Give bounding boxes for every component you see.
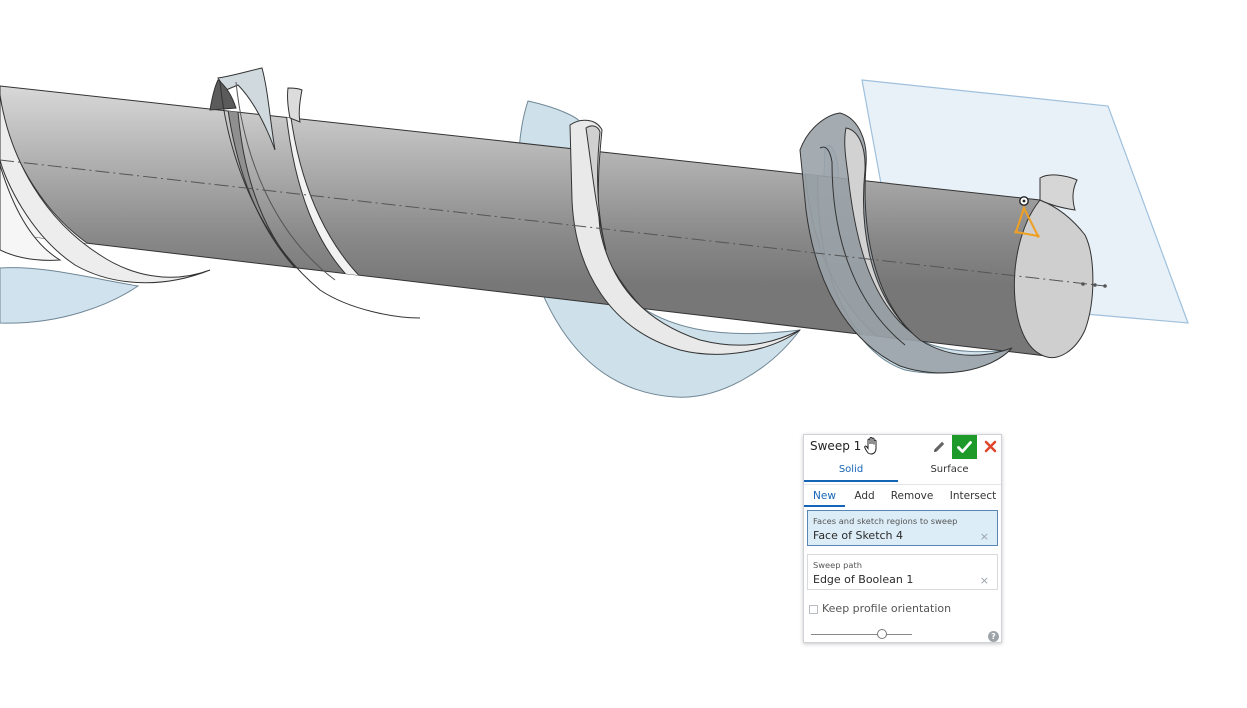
origin-marker-icon[interactable] <box>1014 196 1040 238</box>
sweep-path-field[interactable]: Sweep path Edge of Boolean 1 × <box>807 554 998 590</box>
dialog-header[interactable]: Sweep 1 <box>804 435 1001 459</box>
sweep-feature-dialog: Sweep 1 Solid Surface New Add <box>803 434 1002 643</box>
operation-type-tabs: New Add Remove Intersect <box>804 484 1001 507</box>
close-icon <box>984 440 997 453</box>
op-new[interactable]: New <box>804 488 845 507</box>
body-type-tabs: Solid Surface <box>804 460 1001 482</box>
confirm-button[interactable] <box>952 435 977 459</box>
sweep-profile-tab[interactable] <box>1039 174 1078 211</box>
tab-surface[interactable]: Surface <box>930 464 969 475</box>
hand-cursor-icon <box>864 436 880 456</box>
profiles-selection-field[interactable]: Faces and sketch regions to sweep Face o… <box>807 510 998 546</box>
op-intersect[interactable]: Intersect <box>949 490 997 502</box>
clear-profiles-icon[interactable]: × <box>979 530 989 543</box>
path-field-label: Sweep path <box>813 560 863 570</box>
profiles-field-label: Faces and sketch regions to sweep <box>813 516 958 526</box>
path-field-value: Edge of Boolean 1 <box>813 573 914 586</box>
shaft-end-face[interactable] <box>1013 199 1094 359</box>
history-slider[interactable] <box>811 628 912 642</box>
pencil-icon[interactable] <box>931 439 947 455</box>
op-remove[interactable]: Remove <box>890 490 934 502</box>
axis-line <box>0 159 1106 287</box>
slider-track[interactable] <box>811 634 912 635</box>
keep-orientation-label[interactable]: Keep profile orientation <box>822 602 952 615</box>
tab-solid[interactable]: Solid <box>804 460 898 482</box>
keep-orientation-option[interactable]: Keep profile orientation <box>809 602 999 618</box>
slider-thumb[interactable] <box>877 629 887 639</box>
flight-left[interactable] <box>0 94 211 284</box>
cancel-button[interactable] <box>982 438 999 455</box>
keep-orientation-checkbox[interactable] <box>809 605 818 614</box>
checkmark-icon <box>957 441 972 453</box>
profiles-field-value: Face of Sketch 4 <box>813 529 904 542</box>
translucent-flight-left[interactable] <box>0 267 140 324</box>
dialog-title[interactable]: Sweep 1 <box>810 439 862 453</box>
help-icon[interactable]: ? <box>988 631 999 642</box>
clear-path-icon[interactable]: × <box>979 574 989 587</box>
op-add[interactable]: Add <box>854 490 875 502</box>
flight-middle[interactable] <box>569 119 801 355</box>
flight-raised-1[interactable] <box>217 67 276 151</box>
